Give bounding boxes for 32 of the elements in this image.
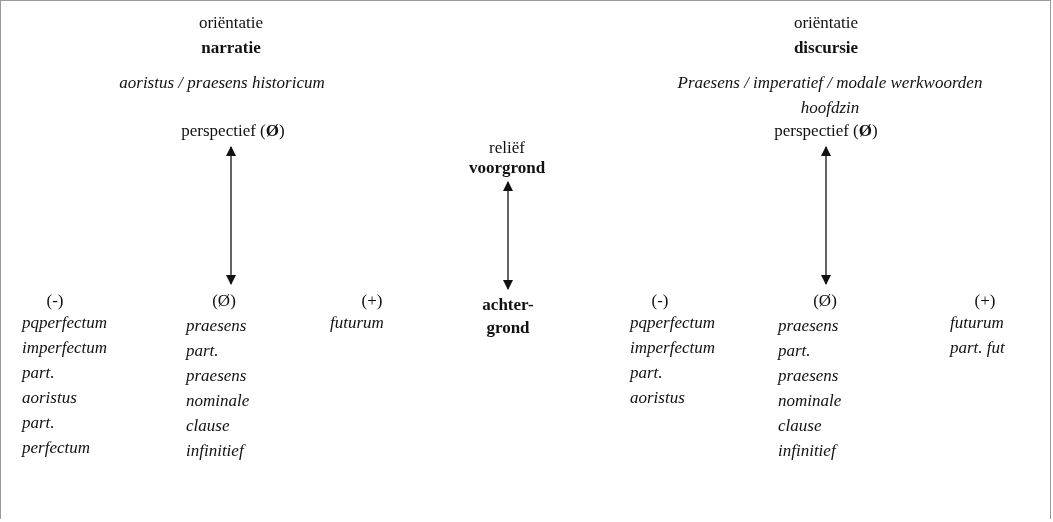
label-text: oriëntatie bbox=[197, 12, 265, 34]
double-arrow bbox=[821, 146, 831, 285]
label-text: pqperfectum bbox=[630, 312, 716, 334]
column-heading: (Ø) bbox=[211, 290, 237, 312]
label-text: imperfectum bbox=[22, 337, 108, 359]
label-text: (-) bbox=[45, 290, 65, 312]
label-text: part. perfectum bbox=[22, 412, 91, 459]
heading-text: narratie bbox=[200, 37, 262, 59]
tense-text: infinitief bbox=[778, 440, 839, 462]
double-arrow bbox=[226, 146, 236, 285]
label-text: (-) bbox=[650, 290, 670, 312]
node-text: voorgrond bbox=[467, 158, 547, 178]
tense-text: infinitief bbox=[186, 440, 247, 462]
node-text: reliëf bbox=[488, 138, 526, 158]
node-text: achter-grond bbox=[481, 294, 535, 339]
double-arrow bbox=[503, 181, 513, 290]
heading-text: discursie bbox=[792, 37, 860, 59]
label-text: aoristus / praesens historicum bbox=[118, 72, 326, 94]
label-text: part. fut bbox=[950, 337, 1006, 359]
tense-text: praesens bbox=[186, 315, 248, 337]
label-text: part. aoristus bbox=[630, 362, 686, 409]
tense-text: praesens bbox=[778, 315, 840, 337]
label-text: imperfectum bbox=[630, 337, 716, 359]
node-text: perspectief (Ø) bbox=[773, 120, 879, 142]
label-text: futurum bbox=[330, 312, 385, 334]
node-text: perspectief (Ø) bbox=[180, 120, 286, 142]
label-text: (+) bbox=[360, 290, 384, 312]
label-text: pqperfectum bbox=[22, 312, 108, 334]
label-text: futurum bbox=[950, 312, 1005, 334]
column-heading: (Ø) bbox=[812, 290, 838, 312]
label-text: (+) bbox=[973, 290, 997, 312]
label-text: oriëntatie bbox=[792, 12, 860, 34]
